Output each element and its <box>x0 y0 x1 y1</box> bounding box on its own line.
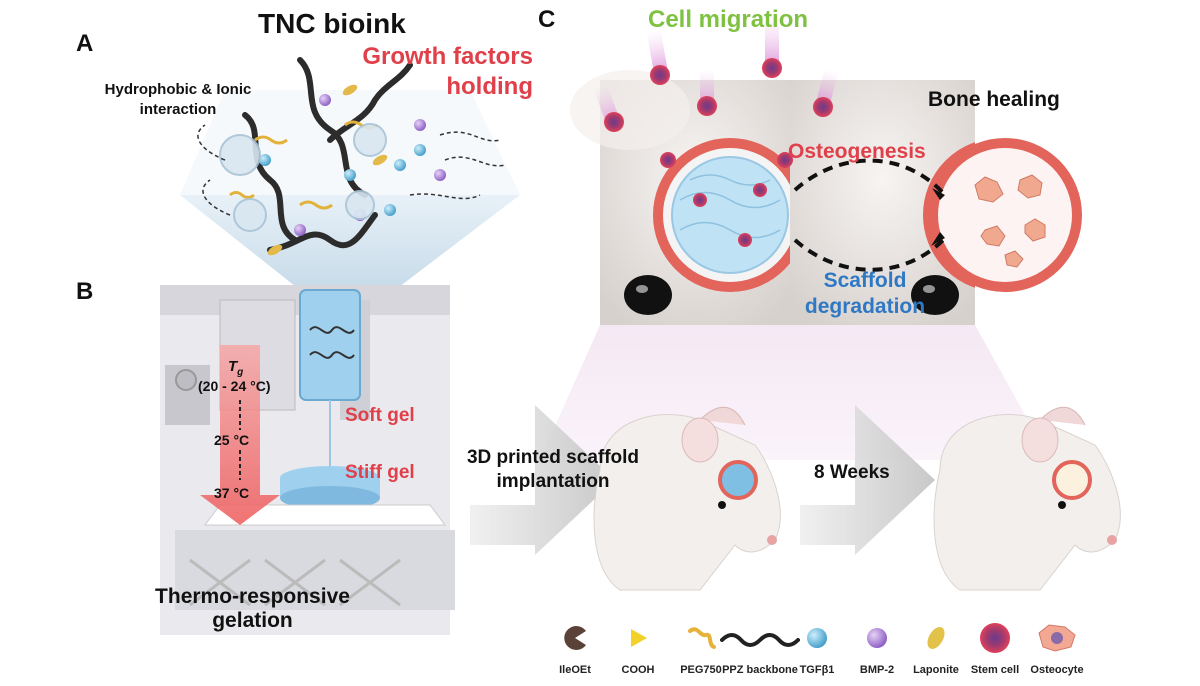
legend-item: PEG750 <box>656 618 746 677</box>
legend-item: PPZ backbone <box>710 618 810 677</box>
temp-range: (20 - 24 °C) <box>198 378 271 394</box>
interaction-label-line1: Hydrophobic & Ionic <box>104 81 252 98</box>
interaction-bubbles <box>219 123 387 232</box>
growth-label-line2: holding <box>446 73 533 100</box>
dashed-interaction-arrows <box>197 124 506 216</box>
temp-symbol-sub: g <box>237 367 244 378</box>
panel-a-letter: A <box>76 30 94 57</box>
gelation-caption: Thermo-responsive gelation <box>150 585 355 633</box>
mouse-implanted <box>593 406 781 591</box>
temp-mid: 25 °C <box>214 432 250 448</box>
legend-item: TGFβ1 <box>772 618 862 677</box>
bone-healed-site <box>928 138 1082 292</box>
ellipse-yellow-icon <box>891 618 981 658</box>
legend-label: TGFβ1 <box>799 664 835 676</box>
growth-label-line1: Growth factors <box>362 43 533 70</box>
legend-label: BMP-2 <box>859 664 895 676</box>
scaffold-degradation-label: Scaffold degradation <box>790 268 940 320</box>
legend-item: Osteocyte <box>1012 618 1102 677</box>
weeks-arrow <box>800 405 935 555</box>
legend-label: PPZ backbone <box>722 664 798 676</box>
legend-item: IleOEt <box>530 618 620 677</box>
migrating-cells <box>593 15 839 247</box>
panel-a-title: TNC bioink <box>258 8 406 39</box>
wave-black-icon <box>710 618 810 658</box>
implant-label-line1: 3D printed scaffold <box>466 447 640 468</box>
osteocytes <box>974 174 1046 268</box>
temp-end: 37 °C <box>214 485 250 501</box>
gelation-caption-line2: gelation <box>212 609 293 632</box>
panel-b-letter: B <box>76 278 94 305</box>
soft-gel-label: Soft gel <box>345 405 415 426</box>
scaffold-label-line2: degradation <box>804 295 926 318</box>
legend-item: Stem cell <box>950 618 1040 677</box>
temperature-arrow <box>200 345 280 525</box>
legend-label: Stem cell <box>970 664 1020 676</box>
sphere-purple-icon <box>832 618 922 658</box>
cell-migration-label: Cell migration <box>648 6 809 33</box>
bone-healing-label: Bone healing <box>928 88 1060 111</box>
interaction-label-line2: interaction <box>139 101 217 118</box>
osteogenesis-label: Osteogenesis <box>788 140 926 163</box>
printer-body <box>160 285 455 635</box>
legend-item: BMP-2 <box>832 618 922 677</box>
implant-arrow <box>470 405 615 555</box>
legend-item: Laponite <box>891 618 981 677</box>
gelation-caption-line1: Thermo-responsive <box>155 585 350 608</box>
temp-symbol: Tg <box>228 358 243 378</box>
scaffold-label-line1: Scaffold <box>823 269 907 292</box>
implantation-label: 3D printed scaffold implantation <box>458 446 648 494</box>
interaction-label: Hydrophobic & Ionic interaction <box>88 80 268 120</box>
stiff-gel-label: Stiff gel <box>345 462 415 483</box>
growth-factor-label: Growth factors holding <box>348 42 533 102</box>
healing-arrows <box>793 158 947 272</box>
weeks-label: 8 Weeks <box>814 462 890 483</box>
panel-c-letter: C <box>538 6 556 33</box>
triangle-yellow-icon <box>593 618 683 658</box>
sphere-blue-icon <box>772 618 862 658</box>
mouse-healed <box>933 406 1121 591</box>
temp-symbol-main: T <box>228 358 238 375</box>
legend-label: Osteocyte <box>1030 664 1084 676</box>
legend-label: IleOEt <box>559 664 591 676</box>
cell-red-icon <box>950 618 1040 658</box>
legend-label: Laponite <box>913 664 959 676</box>
legend-label: PEG750 <box>680 664 722 676</box>
implant-label-line2: implantation <box>496 471 610 492</box>
legend-item: COOH <box>593 618 683 677</box>
legend-label: COOH <box>621 664 655 676</box>
squiggle-yellow-icon <box>656 618 746 658</box>
pacman-brown-icon <box>530 618 620 658</box>
osteocyte-pink-icon <box>1012 618 1102 658</box>
